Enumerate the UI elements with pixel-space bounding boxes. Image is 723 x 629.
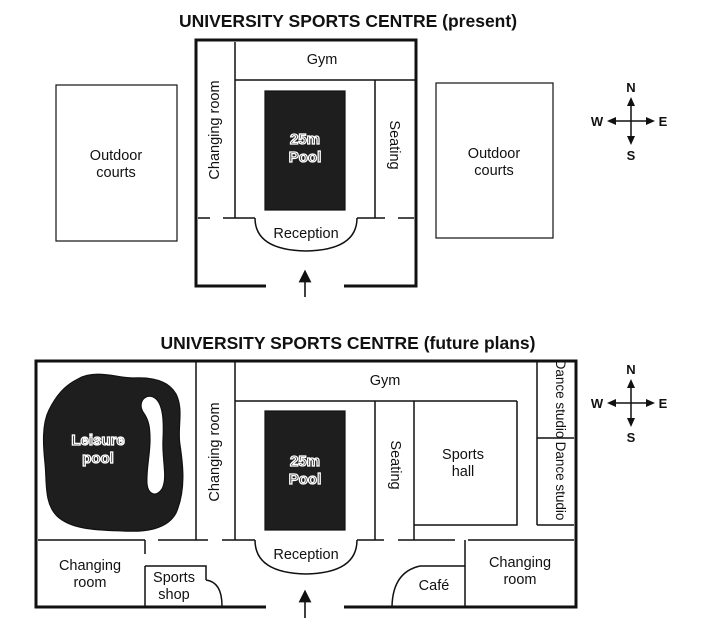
future-pool-label-2: Pool: [289, 471, 322, 488]
present-pool-label-2: Pool: [289, 149, 322, 166]
future-sports-shop-walls: [145, 565, 207, 580]
present-reception-label: Reception: [273, 226, 338, 242]
future-leisure-pool-label-2: pool: [82, 450, 114, 467]
present-gym-label: Gym: [307, 52, 338, 68]
compass-north-label: N: [626, 362, 635, 377]
outdoor-courts-left: [55, 84, 178, 242]
compass-south-label: S: [627, 430, 636, 445]
future-plan: UNIVERSITY SPORTS CENTRE (future plans) …: [34, 333, 668, 618]
present-building-walls: [194, 38, 418, 288]
present-title: UNIVERSITY SPORTS CENTRE (present): [179, 11, 517, 31]
outdoor-courts-right-label-1: Outdoor: [468, 146, 521, 162]
future-sports-hall-label-1: Sports: [442, 447, 484, 463]
future-right-changing-room-label-1: Changing: [489, 555, 551, 571]
present-changing-room-label: Changing room: [207, 80, 223, 179]
outdoor-courts-right-label-2: courts: [474, 163, 514, 179]
future-dance-studio-top-label: Dance studio: [553, 360, 568, 439]
compass-south-label: S: [627, 148, 636, 163]
compass-north-label: N: [626, 80, 635, 95]
future-cafe-counter: [391, 565, 421, 607]
future-left-changing-room-label-2: room: [73, 575, 106, 591]
present-25m-pool: [264, 90, 346, 211]
future-leisure-pool-label-1: Leisure: [71, 432, 124, 449]
compass-east-label: E: [659, 114, 668, 129]
outdoor-courts-left-label-2: courts: [96, 165, 136, 181]
future-left-changing-room-label-1: Changing: [59, 558, 121, 574]
future-seating-label: Seating: [387, 440, 403, 489]
future-building-walls: [34, 359, 578, 609]
future-leisure-pool-island: [140, 395, 166, 495]
future-sports-shop-label-1: Sports: [153, 570, 195, 586]
future-right-changing-room-label-2: room: [503, 572, 536, 588]
outdoor-courts-right: [435, 82, 554, 239]
future-reception-desk: [254, 539, 358, 575]
future-reception-label: Reception: [273, 547, 338, 563]
compass-west-label: W: [591, 396, 604, 411]
future-gym-label: Gym: [370, 373, 401, 389]
future-sports-hall-label-2: hall: [452, 464, 475, 480]
future-25m-pool: [264, 410, 346, 531]
future-sports-shop-door: [205, 579, 223, 607]
future-sports-hall-walls: [414, 401, 518, 526]
present-pool-label-1: 25m: [290, 131, 320, 148]
future-sports-shop-label-2: shop: [158, 587, 189, 603]
future-dance-studio-bottom-label: Dance studio: [553, 442, 568, 521]
outdoor-courts-left-label-1: Outdoor: [90, 148, 143, 164]
present-compass: N S W E: [591, 80, 668, 163]
compass-east-label: E: [659, 396, 668, 411]
future-cafe-label: Café: [419, 578, 450, 594]
future-title: UNIVERSITY SPORTS CENTRE (future plans): [161, 333, 536, 353]
future-pool-label-1: 25m: [290, 453, 320, 470]
future-changing-room-label: Changing room: [207, 402, 223, 501]
future-compass: N S W E: [591, 362, 668, 445]
present-plan: UNIVERSITY SPORTS CENTRE (present) Outdo…: [55, 11, 668, 297]
present-reception-desk: [254, 217, 358, 252]
present-seating-label: Seating: [386, 120, 402, 169]
compass-west-label: W: [591, 114, 604, 129]
